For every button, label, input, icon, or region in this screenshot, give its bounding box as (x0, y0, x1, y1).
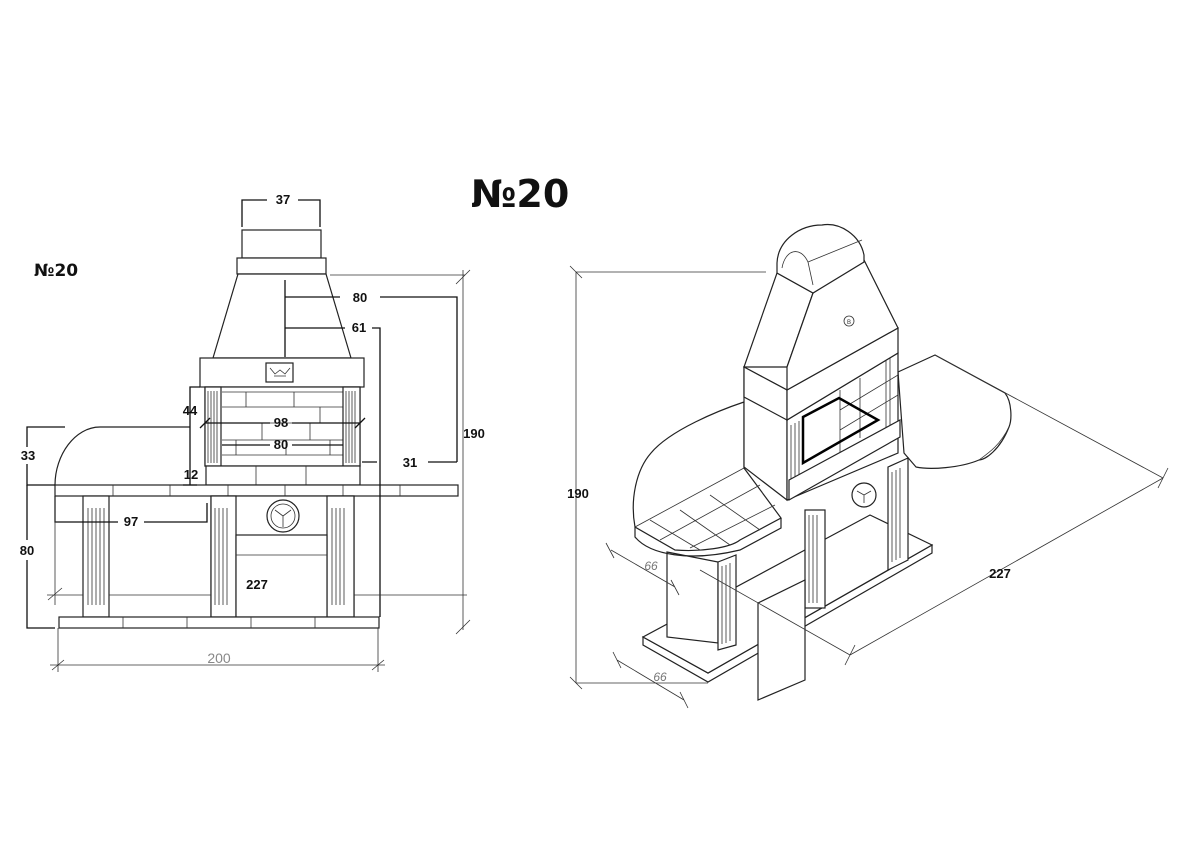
front-dimensions: 37 80 61 190 31 44 98 80 12 33 80 97 227 (20, 192, 485, 672)
iso-dim-depth-top: 66 (644, 559, 658, 573)
iso-left-leg (666, 551, 719, 644)
iso-dim-height: 190 (567, 486, 589, 501)
iso-counter (632, 401, 782, 552)
iso-view: B 190 227 66 66 (567, 224, 1169, 709)
dim-counter-left: 97 (124, 514, 138, 529)
dim-side-offset: 31 (403, 455, 417, 470)
dim-counter-height: 80 (20, 543, 34, 558)
dim-total-width: 227 (246, 577, 268, 592)
iso-chimney-cap (776, 224, 865, 294)
dim-firebox-outer: 98 (274, 415, 288, 430)
drawing-title: №20 (471, 172, 570, 216)
mantel-emblem-icon (265, 362, 294, 383)
dim-firebox-height: 44 (183, 403, 198, 418)
iso-middle-leg (804, 509, 826, 609)
chimney (212, 229, 352, 359)
dim-firebox-inner: 80 (274, 437, 288, 452)
front-view: №20 (20, 192, 485, 672)
iso-dimensions: 190 227 66 66 (567, 265, 1169, 709)
iso-badge-letter: B (847, 320, 851, 326)
mantel (199, 357, 365, 388)
dim-plinth-width: 200 (207, 650, 231, 666)
side-table (897, 354, 1012, 469)
plinth (58, 616, 380, 629)
iso-dim-length: 227 (989, 566, 1011, 581)
left-column (204, 386, 222, 467)
iso-grill (801, 396, 881, 466)
iso-badge-icon (843, 315, 855, 327)
dim-firebox-base: 12 (184, 467, 198, 482)
iso-dim-depth-bottom: 66 (653, 670, 667, 684)
dim-hood-to-top: 61 (352, 320, 366, 335)
iso-right-leg (887, 457, 909, 571)
front-view-label: №20 (34, 261, 78, 281)
dim-total-height: 190 (463, 426, 485, 441)
dim-backsplash: 33 (21, 448, 35, 463)
firebox (204, 386, 361, 486)
lower-base (58, 495, 380, 629)
iso-hearth-ledge (788, 418, 901, 502)
right-column (342, 386, 361, 467)
dim-hood-height: 80 (353, 290, 367, 305)
dim-chimney-width: 37 (276, 192, 290, 207)
